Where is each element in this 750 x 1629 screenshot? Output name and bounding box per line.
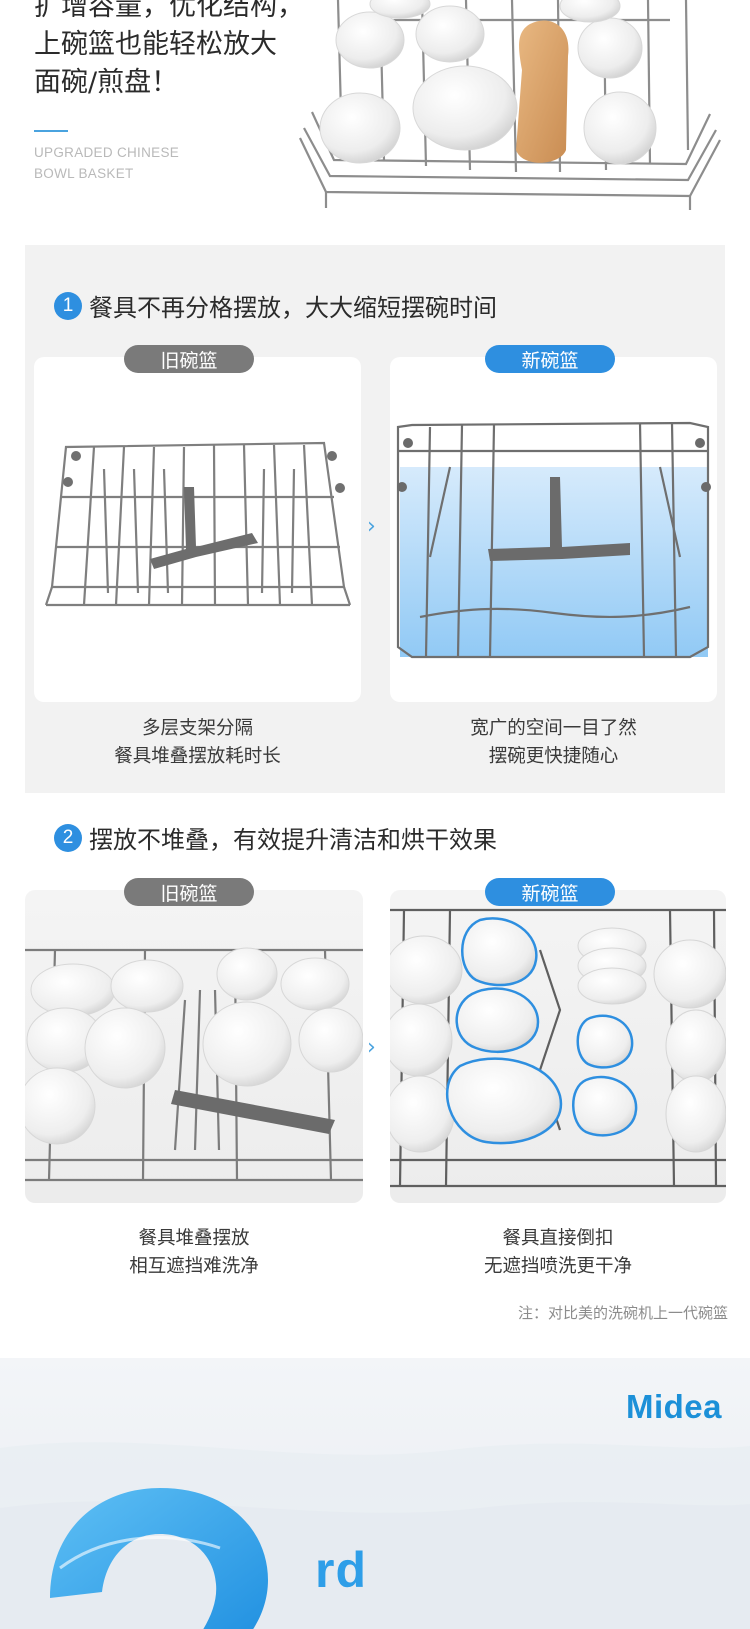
english-subtitle: UPGRADED CHINESE BOWL BASKET <box>34 142 179 184</box>
old-caption-line-1: 多层支架分隔 <box>141 718 253 739</box>
compare-arrow-icon: › <box>367 514 376 539</box>
bowl-basket-image <box>299 0 721 210</box>
new-inverted-dishes-image <box>390 908 726 1188</box>
brand-wordmark: Midea <box>625 1388 722 1425</box>
old-dishes-caption-line-2: 相互遮挡难洗净 <box>129 1256 259 1277</box>
new-dishes-caption: 餐具直接倒扣 无遮挡喷洗更干净 <box>390 1225 726 1281</box>
section-2-heading: 摆放不堆叠，有效提升清洁和烘干效果 <box>89 826 497 854</box>
new-dishes-caption-line-2: 无遮挡喷洗更干净 <box>483 1256 632 1277</box>
old-dishes-caption: 餐具堆叠摆放 相互遮挡难洗净 <box>25 1225 363 1281</box>
headline-line-2: 上碗篮也能轻松放大 <box>34 29 277 60</box>
large-number-graphic <box>50 1488 268 1629</box>
new-basket-card <box>390 357 717 702</box>
midea-logo: Midea <box>626 1388 722 1426</box>
top-feature-section: 扩增容量，优化结构， 上碗篮也能轻松放大 面碗/煎盘！ UPGRADED CHI… <box>0 0 750 225</box>
section-1-heading: 餐具不再分格摆放，大大缩短摆碗时间 <box>89 294 497 322</box>
new-basket-caption: 宽广的空间一目了然 摆碗更快捷随心 <box>390 715 717 771</box>
new-basket-image <box>396 421 711 659</box>
brand-section: Midea rd <box>0 1358 750 1629</box>
ordinal-suffix-text: rd <box>315 1542 367 1598</box>
old-stacked-dishes-image <box>25 947 363 1182</box>
new-dishes-card <box>390 890 726 1203</box>
old-caption-line-2: 餐具堆叠摆放耗时长 <box>114 746 281 767</box>
headline-line-3: 面碗/煎盘！ <box>34 67 179 98</box>
spray-arm <box>488 477 630 561</box>
new-basket-tag: 新碗篮 <box>485 345 615 373</box>
old-basket-tag: 旧碗篮 <box>124 878 254 906</box>
old-basket-card <box>34 357 361 702</box>
new-dishes-caption-line-1: 餐具直接倒扣 <box>502 1228 614 1249</box>
old-dishes-caption-line-1: 餐具堆叠摆放 <box>138 1228 250 1249</box>
old-basket-tag: 旧碗篮 <box>124 345 254 373</box>
new-caption-line-2: 摆碗更快捷随心 <box>488 746 619 767</box>
old-dishes-card <box>25 890 363 1203</box>
section-2-title: 2 摆放不堆叠，有效提升清洁和烘干效果 <box>54 820 497 855</box>
step-number-badge: 2 <box>54 823 82 852</box>
feature-headline: 扩增容量，优化结构， 上碗篮也能轻松放大 面碗/煎盘！ <box>34 0 334 102</box>
section-1-title: 1 餐具不再分格摆放，大大缩短摆碗时间 <box>54 288 497 323</box>
old-basket-image <box>44 441 352 607</box>
old-basket-caption: 多层支架分隔 餐具堆叠摆放耗时长 <box>34 715 361 771</box>
step-number-badge: 1 <box>54 291 82 320</box>
accent-line <box>34 130 68 132</box>
english-subtitle-line-1: UPGRADED CHINESE <box>34 145 180 160</box>
spray-arm <box>150 487 258 569</box>
bowls <box>319 0 657 165</box>
headline-line-1: 扩增容量，优化结构， <box>34 0 304 22</box>
english-subtitle-line-2: BOWL BASKET <box>34 166 134 181</box>
wooden-ladle <box>516 20 569 163</box>
new-caption-line-1: 宽广的空间一目了然 <box>470 718 637 739</box>
comparison-footnote: 注：对比美的洗碗机上一代碗篮 <box>517 1304 728 1322</box>
compare-arrow-icon: › <box>367 1035 376 1060</box>
new-basket-tag: 新碗篮 <box>485 878 615 906</box>
